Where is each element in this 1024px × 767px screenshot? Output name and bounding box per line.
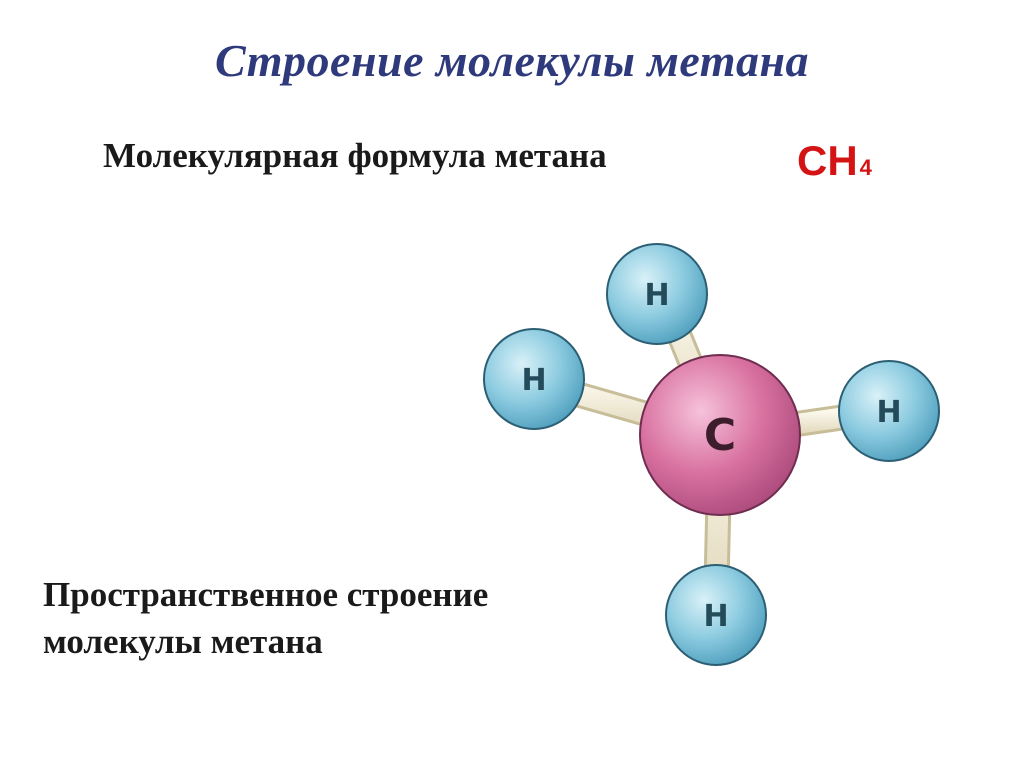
carbon-label: C (704, 410, 736, 461)
structure-caption-line-2: молекулы метана (43, 621, 323, 661)
hydrogen-label-right: H (876, 395, 901, 430)
hydrogen-label-top: H (644, 278, 669, 313)
carbon-atom: C (639, 354, 801, 516)
hydrogen-atom-bottom: H (665, 564, 767, 666)
methane-formula: CH4 (797, 140, 872, 182)
formula-main: CH (797, 137, 858, 184)
structure-caption: Пространственное строение молекулы метан… (43, 572, 683, 665)
hydrogen-label-bottom: H (703, 599, 728, 634)
formula-label: Молекулярная формула метана (103, 136, 607, 175)
formula-subscript: 4 (859, 155, 872, 180)
slide-title: Строение молекулы метана (214, 35, 810, 86)
hydrogen-atom-right: H (838, 360, 940, 462)
hydrogen-atom-left: H (483, 328, 585, 430)
structure-caption-line-1: Пространственное строение (43, 575, 489, 614)
hydrogen-label-left: H (521, 363, 546, 398)
hydrogen-atom-top: H (606, 243, 708, 345)
